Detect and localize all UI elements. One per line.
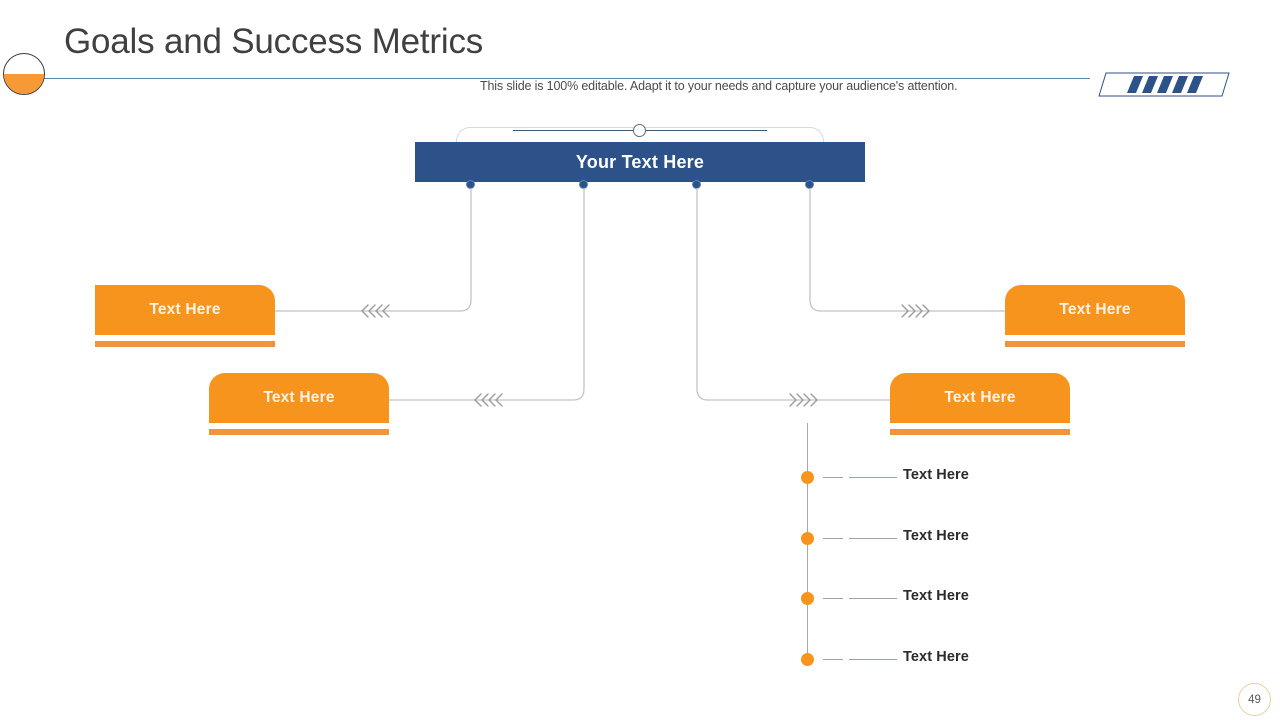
list-connector-segment-a [823,598,843,600]
page-number-badge: 49 [1238,683,1271,716]
half-filled-circle-icon [3,53,45,95]
branch-label-left-bottom: Text Here [263,389,335,406]
list-connector-segment-b [849,659,897,661]
list-item-label: Text Here [903,588,969,604]
list-item[interactable]: Text Here [801,588,1011,606]
list-item[interactable]: Text Here [801,528,1011,546]
branch-underline-right-top [1005,341,1185,347]
bullet-dot-icon [801,592,814,605]
branch-label-right-top: Text Here [1059,301,1131,318]
header-divider-rule [24,78,1090,79]
header-subtitle: This slide is 100% editable. Adapt it to… [480,79,958,93]
list-item-label: Text Here [903,467,969,483]
branch-box-left-bottom[interactable]: Text Here [209,373,389,423]
chevrons-left-icon-1 [361,304,390,318]
chevrons-right-icon-1 [789,393,818,407]
branch-label-left-top: Text Here [149,301,221,318]
branch-label-right-bottom: Text Here [944,389,1016,406]
root-node-label: Your Text Here [575,151,705,172]
bullet-dot-icon [801,471,814,484]
branch-box-left-top[interactable]: Text Here [95,285,275,335]
connector-dot-3 [692,180,701,189]
striped-parallelogram-icon [1098,72,1230,97]
bullet-dot-icon [801,653,814,666]
connector-dot-1 [466,180,475,189]
connector-dot-4 [805,180,814,189]
root-node-box[interactable]: Your Text Here [415,142,865,182]
page-title: Goals and Success Metrics [64,22,484,61]
list-connector-segment-b [849,598,897,600]
branch-box-right-bottom[interactable]: Text Here [890,373,1070,423]
chevrons-left-icon-2 [474,393,503,407]
logo-semicircle-fill [4,74,44,94]
branch-underline-left-top [95,341,275,347]
bullet-dot-icon [801,532,814,545]
branch-box-right-top[interactable]: Text Here [1005,285,1185,335]
list-connector-segment-a [823,538,843,540]
branch-underline-right-bottom [890,429,1070,435]
list-item[interactable]: Text Here [801,467,1011,485]
list-item[interactable]: Text Here [801,649,1011,667]
list-connector-segment-b [849,477,897,479]
connector-dot-2 [579,180,588,189]
list-item-label: Text Here [903,649,969,665]
bracket-knob-icon [633,124,646,137]
list-connector-segment-a [823,659,843,661]
branch-underline-left-bottom [209,429,389,435]
list-connector-segment-b [849,538,897,540]
chevrons-right-icon-2 [901,304,930,318]
list-connector-segment-a [823,477,843,479]
list-item-label: Text Here [903,528,969,544]
